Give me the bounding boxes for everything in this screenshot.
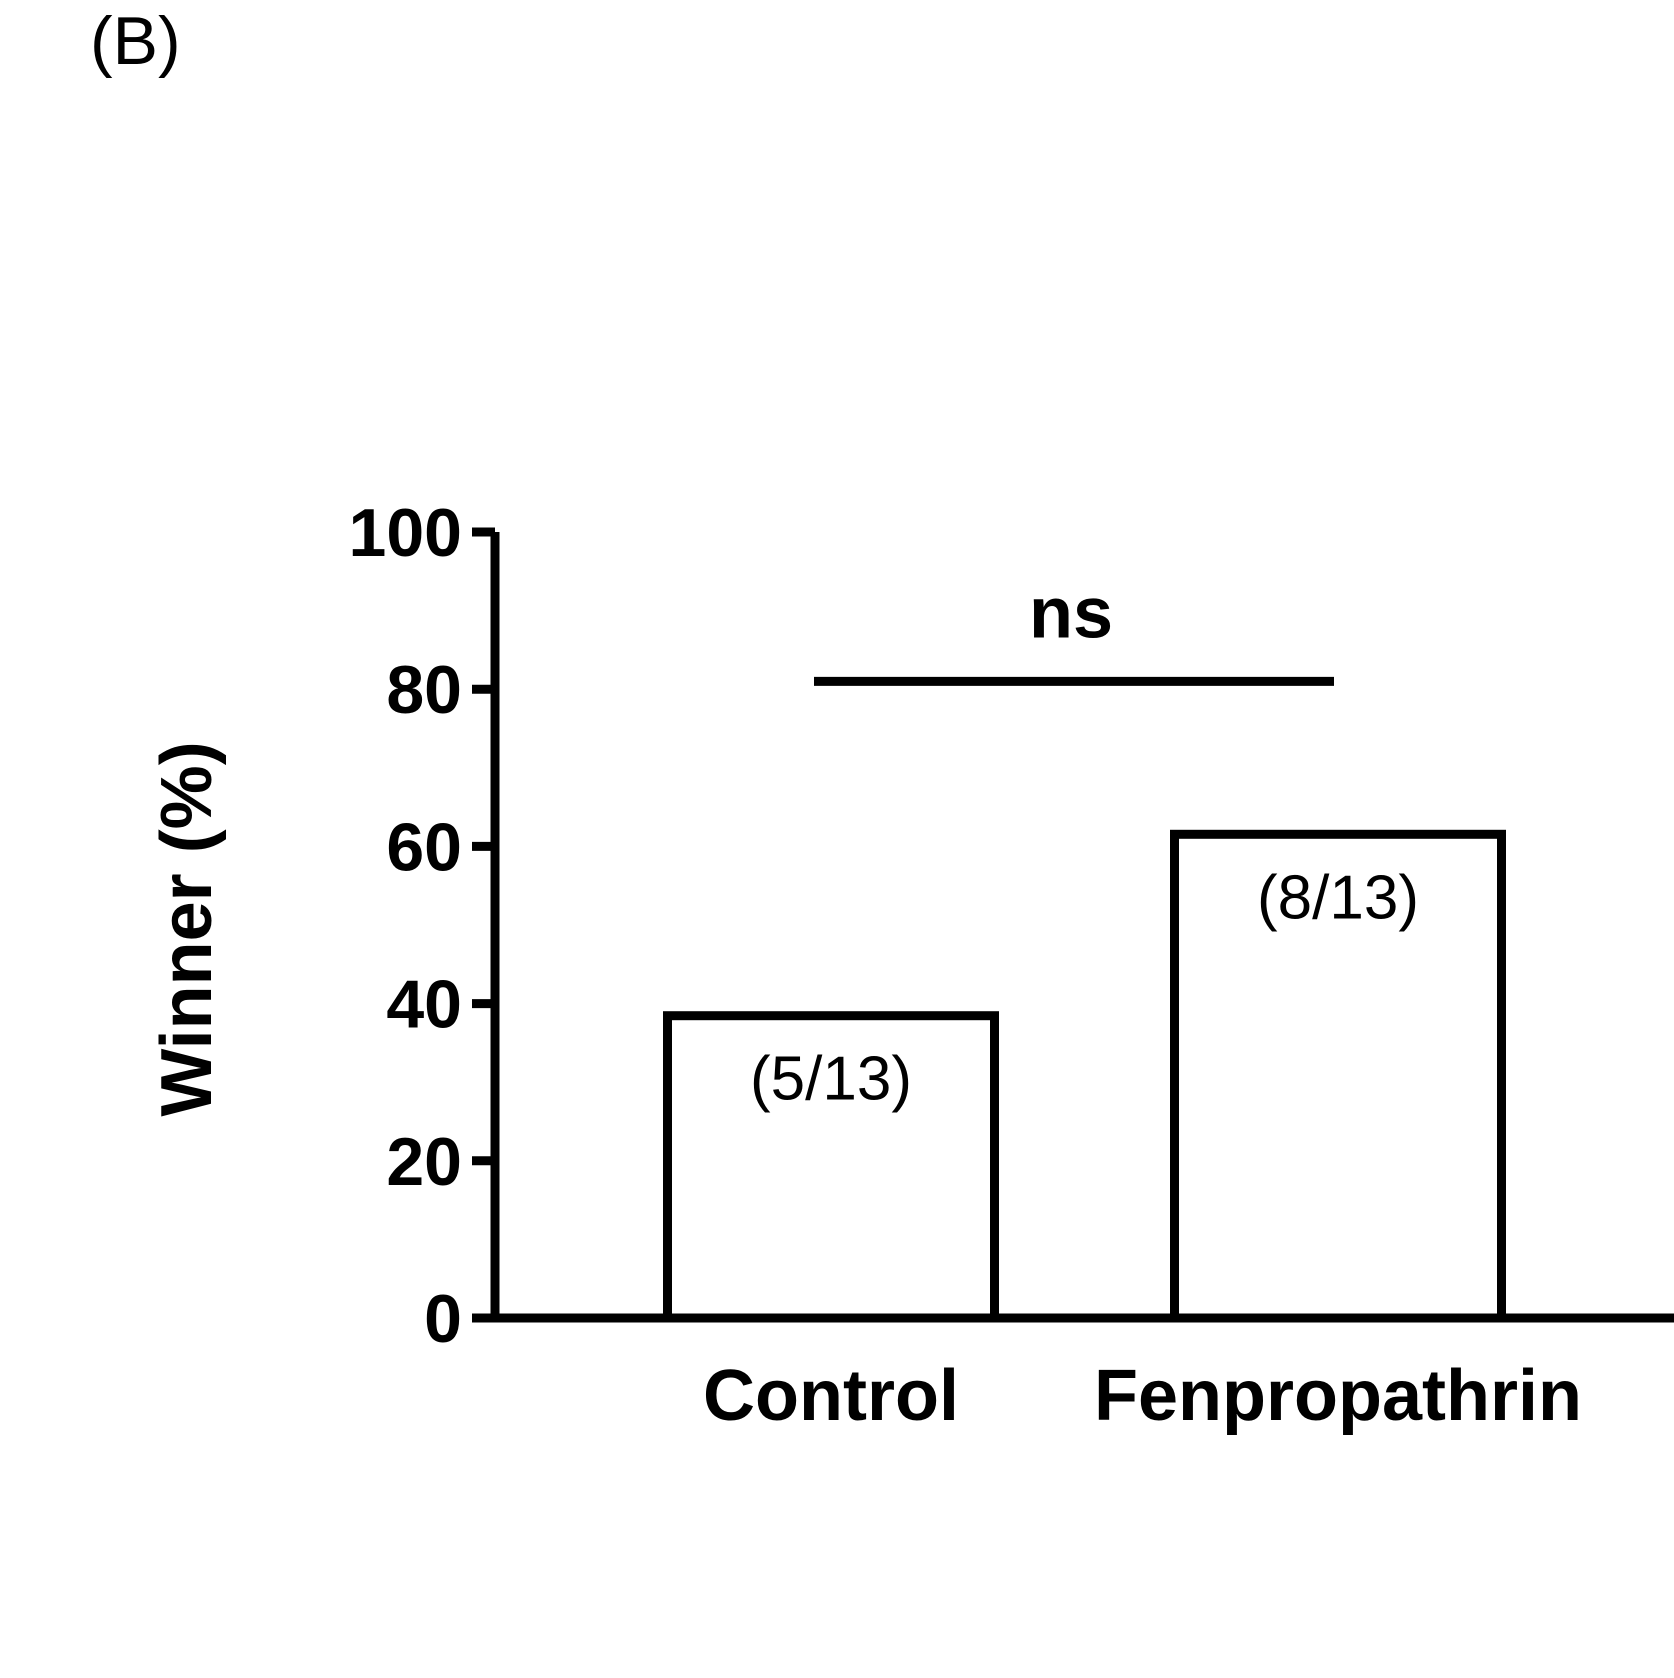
- bars: (5/13) (8/13): [663, 829, 1506, 1323]
- significance-annotation: ns: [814, 573, 1334, 686]
- significance-label: ns: [1029, 573, 1113, 653]
- y-tick-label: 20: [386, 1124, 462, 1200]
- y-axis-label: Winner (%): [147, 741, 227, 1116]
- y-axis-ticks: 0 20 40 60 80 100: [349, 495, 495, 1357]
- panel-label: (B): [90, 3, 181, 79]
- x-tick-label: Fenpropathrin: [1094, 1356, 1582, 1436]
- bar-data-label: (8/13): [1257, 863, 1419, 932]
- y-tick-label: 80: [386, 652, 462, 728]
- x-tick-label: Control: [703, 1356, 959, 1436]
- y-tick-label: 100: [349, 495, 462, 571]
- bar-fenpropathrin: [1170, 829, 1506, 1323]
- bar-data-label: (5/13): [750, 1045, 912, 1114]
- y-tick-label: 60: [386, 809, 462, 885]
- y-tick-label: 40: [386, 967, 462, 1043]
- x-axis-tick-labels: Control Fenpropathrin: [703, 1356, 1582, 1436]
- y-tick-label: 0: [424, 1281, 462, 1357]
